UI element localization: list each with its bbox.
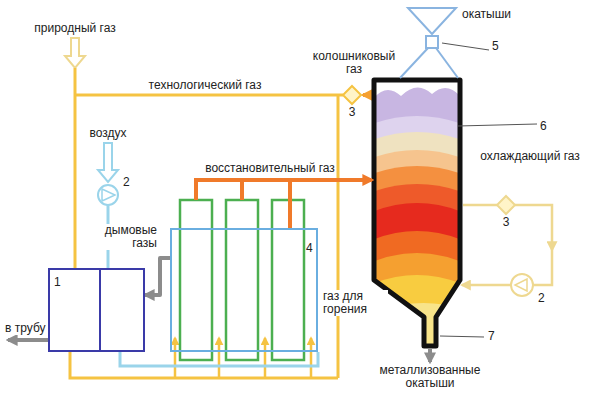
stream-name: окатыши — [461, 8, 512, 21]
stack-arrow — [8, 338, 48, 342]
process-gas-line — [70, 95, 343, 378]
air-line — [98, 143, 318, 366]
leader-lines — [440, 43, 537, 337]
callout-number: 2 — [122, 176, 131, 189]
stream-name: воздух — [88, 127, 127, 140]
callout-number: 7 — [487, 330, 496, 343]
product-arrow — [428, 348, 432, 362]
natural-gas-inlet — [65, 38, 85, 268]
cooling-gas-pump — [511, 274, 533, 296]
callout-number: 3 — [348, 106, 357, 119]
callout-number: 3 — [502, 216, 511, 229]
reformer-tubes — [180, 180, 304, 360]
flue-gas-line — [145, 258, 170, 295]
heat-recuperator-box: 1 — [48, 268, 145, 352]
callout-number: 6 — [540, 120, 547, 133]
edge-label: дымовые газы — [104, 224, 158, 250]
box-divider — [99, 269, 101, 351]
cooling-gas-loop — [462, 205, 552, 285]
scrubber-diamond — [497, 196, 515, 214]
stream-name: охлаждающий газ — [479, 150, 581, 163]
stream-name: колошниковый газ — [312, 50, 396, 76]
stream-name: металлизованные окатыши — [379, 364, 482, 390]
callout-number: 1 — [54, 276, 61, 289]
edge-label: восстановительный газ — [204, 162, 336, 175]
stream-name: в трубу — [4, 322, 47, 335]
callout-number: 2 — [537, 292, 546, 305]
reformer-box: 4 — [170, 228, 318, 352]
callout-number: 5 — [491, 40, 500, 53]
scrubber-diamond — [343, 86, 361, 104]
reducing-gas-line — [290, 180, 372, 228]
stream-name: технологический газ — [148, 79, 263, 92]
top-gas-arrow — [363, 93, 372, 97]
callout-number: 4 — [306, 242, 313, 255]
stream-name: газ для горения — [322, 290, 388, 316]
stream-name: природный газ — [33, 22, 116, 35]
pellet-hopper — [400, 8, 458, 78]
